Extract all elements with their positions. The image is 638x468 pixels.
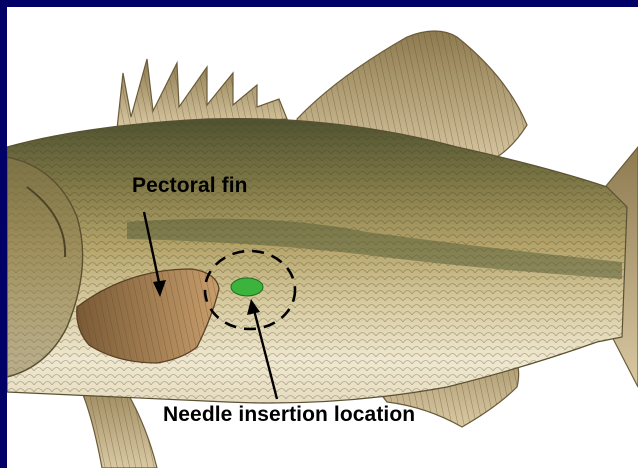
pectoral-fin-label: Pectoral fin <box>132 174 248 198</box>
fish-illustration <box>7 7 638 468</box>
needle-insertion-label: Needle insertion location <box>163 403 415 427</box>
illustration-panel: Pectoral fin Needle insertion location <box>7 7 638 468</box>
needle-insertion-marker <box>231 278 263 296</box>
